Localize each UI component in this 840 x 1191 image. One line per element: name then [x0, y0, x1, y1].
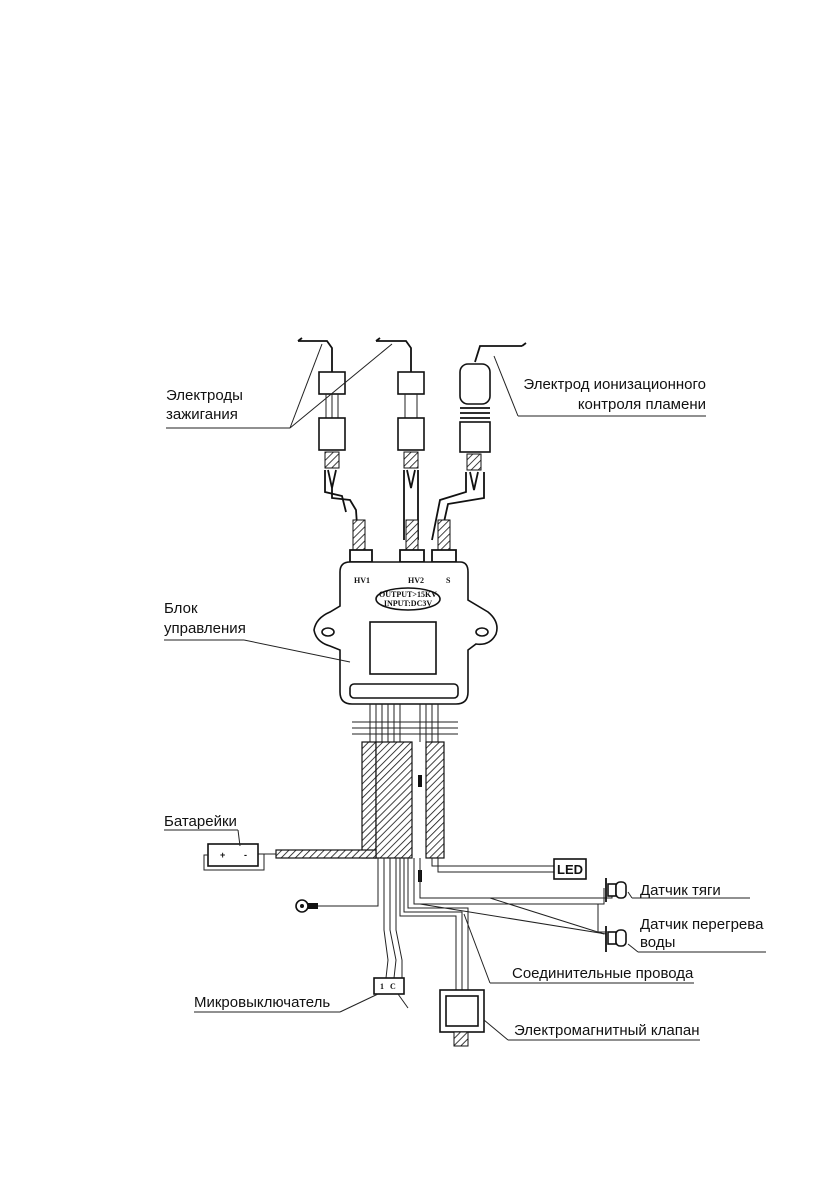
batteries-label: Батарейки	[164, 813, 237, 830]
ignition-label-line2: зажигания	[166, 406, 238, 423]
ionization-electrode	[432, 343, 526, 540]
microswitch-pin1: 1	[380, 982, 384, 991]
ionization-label-line2: контроля пламени	[578, 396, 706, 413]
ignition-electrode-left	[298, 338, 358, 540]
ground-terminal	[296, 900, 318, 912]
draft-sensor-label: Датчик тяги	[640, 882, 721, 899]
microswitch: 1 C	[374, 978, 408, 1008]
control-unit: HV1 HV2 S OUTPUT>15KV INPUT:DC3V	[314, 562, 497, 704]
hv2-marking: HV2	[408, 576, 424, 585]
battery-plus: +	[220, 850, 225, 860]
microswitch-pinc: C	[390, 982, 396, 991]
led-label: LED	[557, 862, 583, 877]
ignition-electrode-middle	[376, 338, 424, 540]
microswitch-label: Микровыключатель	[194, 994, 330, 1011]
s-marking: S	[446, 576, 451, 585]
valve-label: Электромагнитный клапан	[514, 1022, 700, 1039]
wire-harness	[258, 704, 612, 990]
overheat-label-line1: Датчик перегрева	[640, 916, 764, 933]
overheat-label-line2: воды	[640, 934, 675, 951]
battery-pack: + -	[204, 844, 264, 870]
input-marking: INPUT:DC3V	[384, 599, 433, 608]
hv1-marking: HV1	[354, 576, 370, 585]
control-label-line2: управления	[164, 620, 246, 637]
output-marking: OUTPUT>15KV	[379, 590, 437, 599]
led-indicator: LED	[554, 859, 586, 879]
ionization-label-line1: Электрод ионизационного	[523, 376, 706, 393]
control-label-line1: Блок	[164, 600, 198, 617]
solenoid-valve	[440, 990, 484, 1046]
cable-boots	[350, 520, 456, 562]
battery-minus: -	[244, 850, 247, 860]
wires-label: Соединительные провода	[512, 965, 694, 982]
ignition-label-line1: Электроды	[166, 387, 243, 404]
overheat-sensor	[598, 904, 626, 952]
